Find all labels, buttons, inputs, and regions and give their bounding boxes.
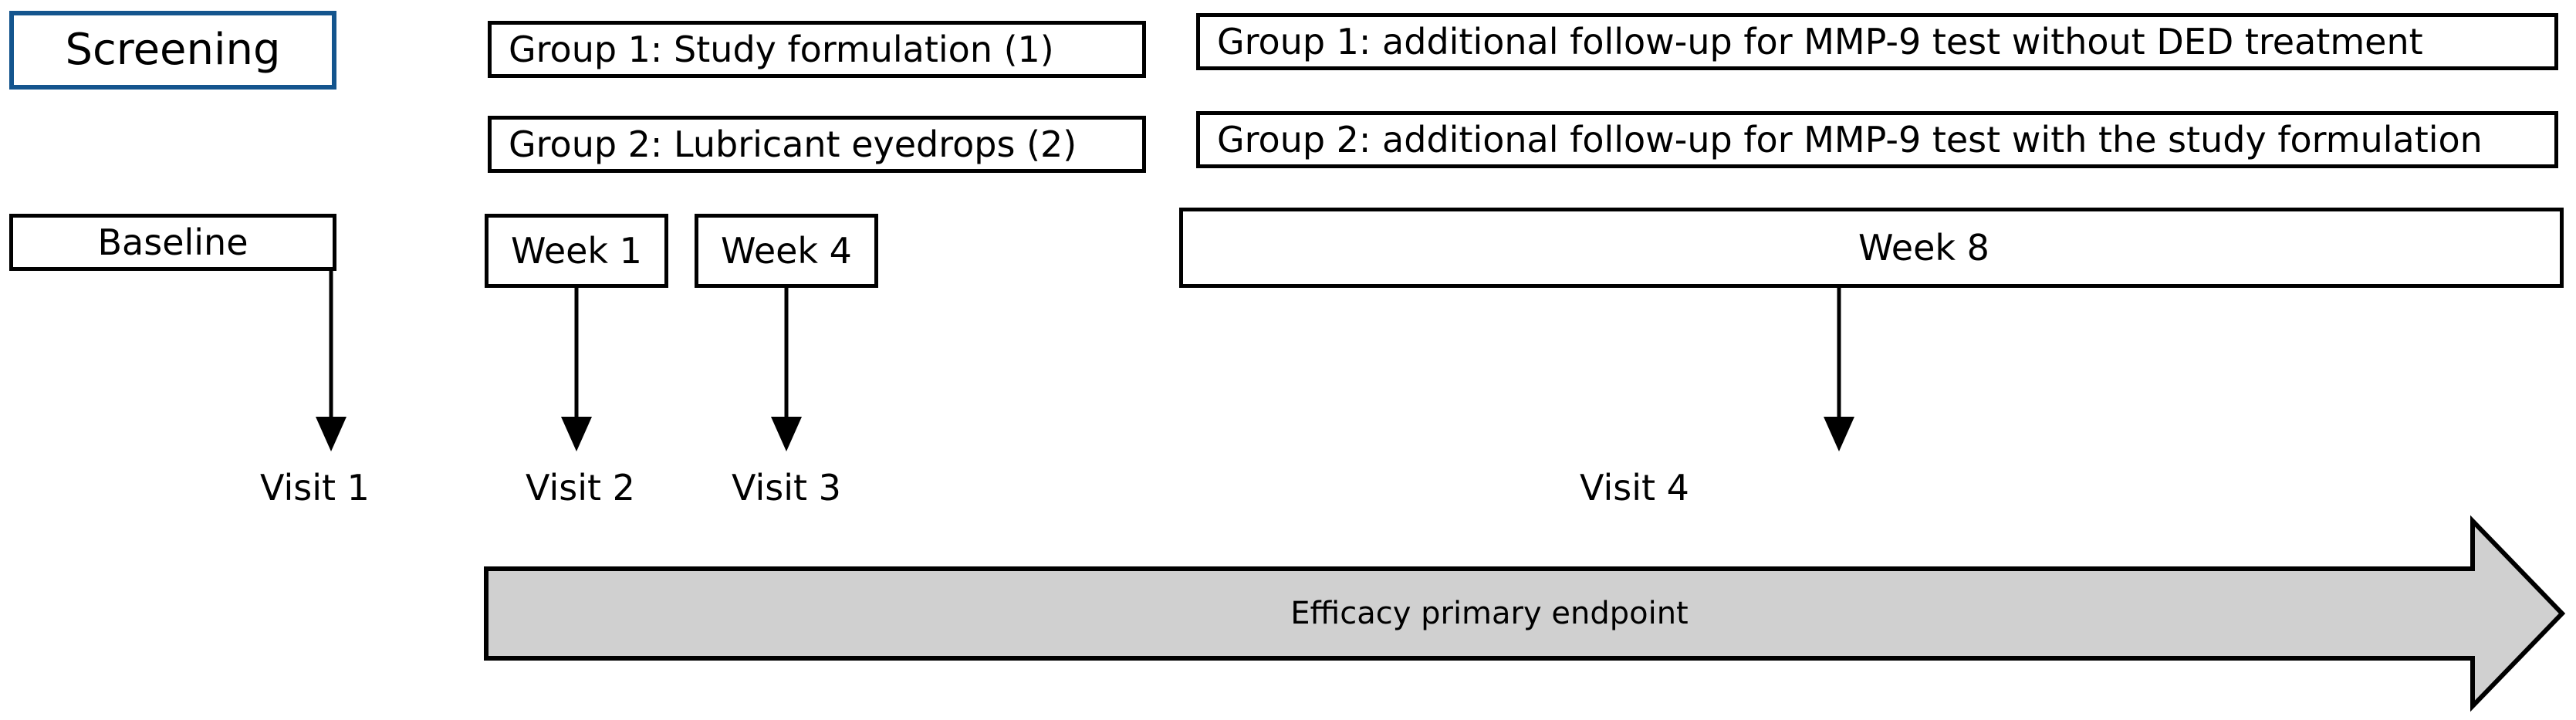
week1-label: Week 1 xyxy=(511,229,642,272)
visit-1-label: Visit 1 xyxy=(260,467,370,509)
week8-box: Week 8 xyxy=(1179,208,2564,288)
visit-4-arrow xyxy=(1824,288,1854,451)
efficacy-endpoint-label: Efficacy primary endpoint xyxy=(1290,596,1689,631)
screening-box: Screening xyxy=(9,11,336,90)
week4-label: Week 4 xyxy=(721,229,852,272)
group1-followup-label: Group 1: additional follow-up for MMP-9 … xyxy=(1217,20,2423,63)
group2-followup-box: Group 2: additional follow-up for MMP-9 … xyxy=(1196,111,2558,168)
group1-treatment-box: Group 1: Study formulation (1) xyxy=(488,21,1146,78)
visit-3-label: Visit 3 xyxy=(732,467,841,509)
group1-followup-box: Group 1: additional follow-up for MMP-9 … xyxy=(1196,13,2558,70)
visit-2-label: Visit 2 xyxy=(526,467,635,509)
group2-treatment-label: Group 2: Lubricant eyedrops (2) xyxy=(509,123,1077,165)
baseline-label: Baseline xyxy=(97,221,248,263)
visit-1-arrow xyxy=(316,271,347,451)
group2-treatment-box: Group 2: Lubricant eyedrops (2) xyxy=(488,116,1146,173)
baseline-box: Baseline xyxy=(9,214,336,271)
week4-box: Week 4 xyxy=(695,214,878,288)
week8-label: Week 8 xyxy=(1858,226,1989,269)
group1-treatment-label: Group 1: Study formulation (1) xyxy=(509,28,1054,70)
visit-2-arrow xyxy=(561,288,592,451)
visit-4-label: Visit 4 xyxy=(1580,467,1689,509)
screening-label: Screening xyxy=(65,25,281,76)
week1-box: Week 1 xyxy=(485,214,668,288)
visit-3-arrow xyxy=(771,288,802,451)
group2-followup-label: Group 2: additional follow-up for MMP-9 … xyxy=(1217,118,2483,161)
